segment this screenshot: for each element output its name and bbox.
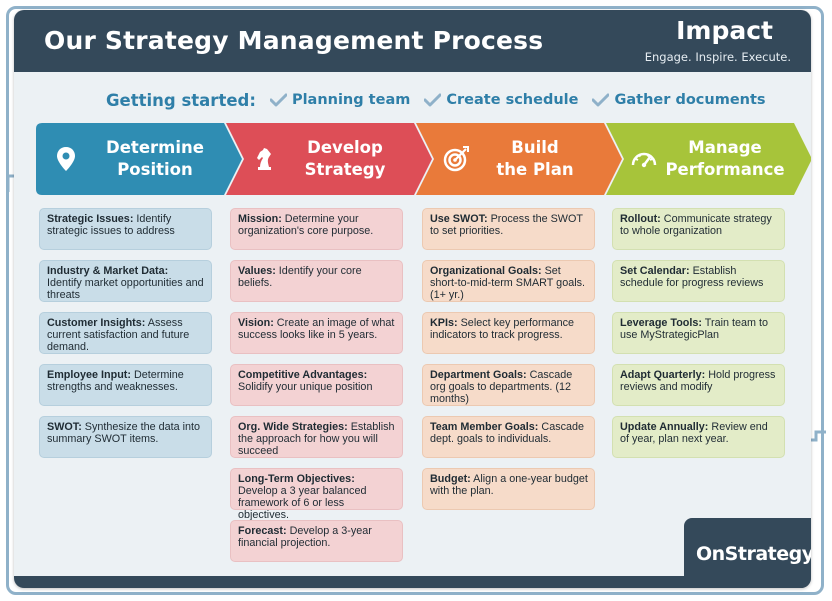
phase-arrow-shape bbox=[226, 123, 432, 195]
strategy-process-card: Our Strategy Management Process Impact E… bbox=[14, 10, 811, 588]
list-item: Use SWOT: Process the SWOT to set priori… bbox=[422, 208, 595, 250]
list-item: Organizational Goals: Set short-to-mid-t… bbox=[422, 260, 595, 302]
list-item: Set Calendar: Establish schedule for pro… bbox=[612, 260, 785, 302]
list-item: Org. Wide Strategies: Establish the appr… bbox=[230, 416, 403, 458]
list-item: Forecast: Develop a 3-year financial pro… bbox=[230, 520, 403, 562]
list-item: Customer Insights: Assess current satisf… bbox=[39, 312, 212, 354]
checkmark-icon bbox=[592, 93, 610, 107]
target-icon bbox=[443, 146, 469, 172]
getting-started-item-label: Planning team bbox=[291, 92, 411, 108]
brand-title: Impact bbox=[676, 16, 773, 45]
list-item: Employee Input: Determine strengths and … bbox=[39, 364, 212, 406]
phase-manage-performance: Manage Performance bbox=[606, 123, 811, 195]
phase-develop-strategy: Develop Strategy bbox=[226, 123, 432, 195]
chess-knight-icon bbox=[257, 148, 271, 170]
list-item: Competitive Advantages: Solidify your un… bbox=[230, 364, 403, 406]
getting-started-row: Getting started: Planning team Create sc… bbox=[106, 89, 780, 111]
list-item: Budget: Align a one-year budget with the… bbox=[422, 468, 595, 510]
list-item: Department Goals: Cascade org goals to d… bbox=[422, 364, 595, 406]
brand-tagline: Engage. Inspire. Execute. bbox=[644, 50, 791, 64]
map-pin-icon bbox=[57, 147, 75, 171]
list-item: Mission: Determine your organization's c… bbox=[230, 208, 403, 250]
list-item: Vision: Create an image of what success … bbox=[230, 312, 403, 354]
footer-bar bbox=[14, 576, 811, 588]
list-item: Leverage Tools: Train team to use MyStra… bbox=[612, 312, 785, 354]
list-item: Team Member Goals: Cascade dept. goals t… bbox=[422, 416, 595, 458]
phase-determine-position: Determine Position bbox=[36, 123, 242, 195]
getting-started-item: Create schedule bbox=[424, 92, 578, 108]
phase-arrow-shape bbox=[36, 123, 242, 195]
list-item: Adapt Quarterly: Hold progress reviews a… bbox=[612, 364, 785, 406]
checkmark-icon bbox=[424, 93, 442, 107]
onstrategy-logo: OnStrategy bbox=[684, 518, 811, 588]
checkmark-icon bbox=[269, 93, 287, 107]
speedometer-icon bbox=[631, 152, 657, 168]
list-item: Values: Identify your core beliefs. bbox=[230, 260, 403, 302]
getting-started-item: Planning team bbox=[269, 92, 411, 108]
list-item: Long-Term Objectives: Develop a 3 year b… bbox=[230, 468, 403, 521]
list-item: KPIs: Select key performance indicators … bbox=[422, 312, 595, 354]
list-item: Strategic Issues: Identify strategic iss… bbox=[39, 208, 212, 250]
getting-started-item: Gather documents bbox=[592, 92, 766, 108]
phase-title: Develop Strategy bbox=[304, 138, 386, 179]
getting-started-label: Getting started: bbox=[106, 90, 256, 110]
phase-title: Manage Performance bbox=[665, 138, 785, 179]
logo-text: OnStrategy bbox=[696, 543, 811, 565]
page-title: Our Strategy Management Process bbox=[44, 26, 544, 55]
getting-started-item-label: Gather documents bbox=[614, 92, 766, 108]
phase-arrow-shape bbox=[416, 123, 622, 195]
phase-title: Build the Plan bbox=[496, 138, 574, 179]
phase-title: Determine Position bbox=[106, 138, 204, 179]
header-bar: Our Strategy Management Process Impact E… bbox=[14, 10, 811, 72]
loop-arrow-right-icon bbox=[808, 430, 826, 442]
list-item: Industry & Market Data: Identify market … bbox=[39, 260, 212, 302]
list-item: SWOT: Synthesize the data into summary S… bbox=[39, 416, 212, 458]
phase-build-the-plan: Build the Plan bbox=[416, 123, 622, 195]
list-item: Update Annually: Review end of year, pla… bbox=[612, 416, 785, 458]
getting-started-item-label: Create schedule bbox=[446, 92, 579, 108]
list-item: Rollout: Communicate strategy to whole o… bbox=[612, 208, 785, 250]
phase-arrow-shape bbox=[606, 123, 811, 195]
